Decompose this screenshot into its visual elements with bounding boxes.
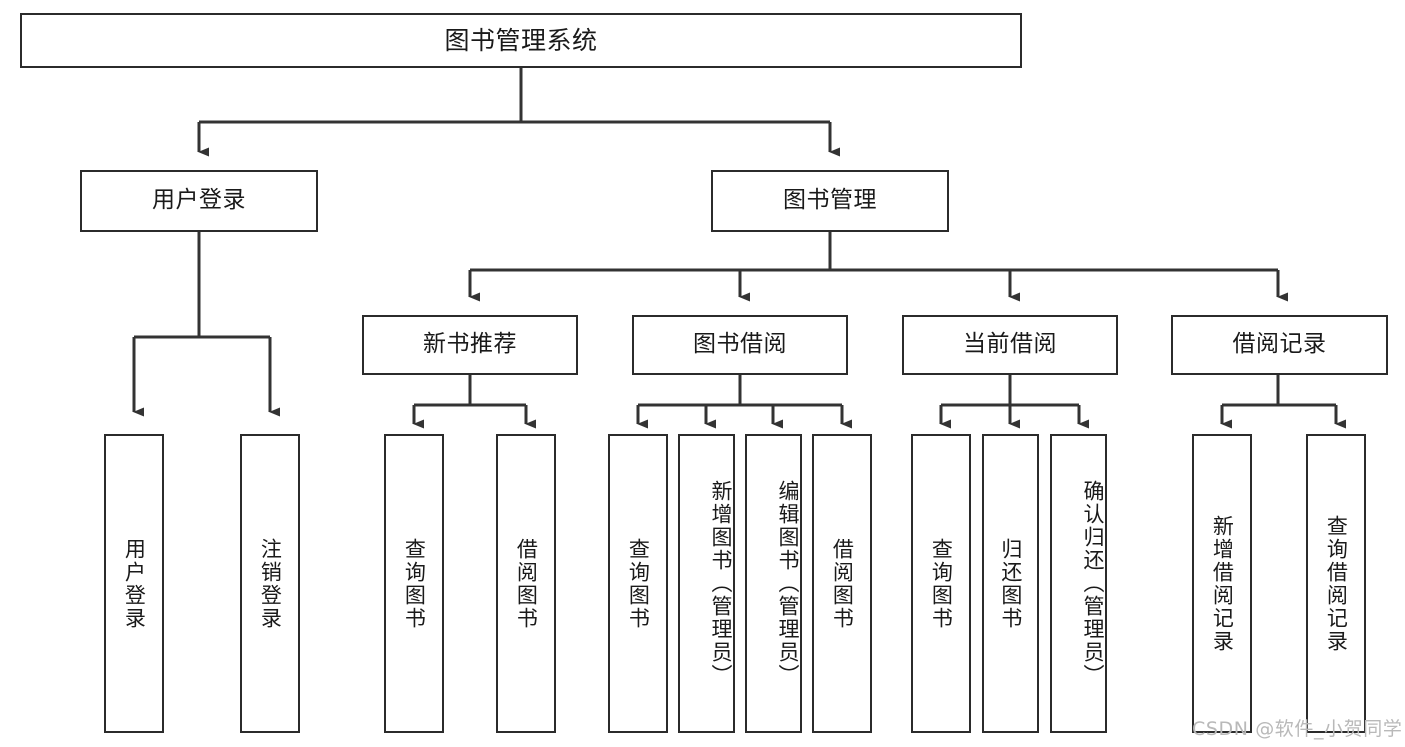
leaf-add-book-admin[interactable]: 新增图书（管理员） <box>678 434 735 733</box>
leaf-query-book-new-recommend[interactable]: 查询图书 <box>384 434 444 733</box>
leaf-return-book[interactable]: 归还图书 <box>982 434 1039 733</box>
node-label: 借阅图书 <box>830 537 855 630</box>
node-book-management[interactable]: 图书管理 <box>711 170 949 232</box>
node-borrow-record[interactable]: 借阅记录 <box>1171 315 1388 375</box>
node-label: 确认归还（管理员） <box>1081 480 1105 687</box>
leaf-query-borrow-record[interactable]: 查询借阅记录 <box>1306 434 1366 733</box>
leaf-edit-book-admin[interactable]: 编辑图书（管理员） <box>745 434 802 733</box>
csdn-watermark: CSDN @软件_小贺同学 <box>1192 718 1403 740</box>
node-label: 查询图书 <box>402 537 427 630</box>
leaf-query-book-current[interactable]: 查询图书 <box>911 434 971 733</box>
node-label: 图书管理 <box>783 187 877 214</box>
node-label: 用户登录 <box>152 187 246 214</box>
node-new-book-recommend[interactable]: 新书推荐 <box>362 315 578 375</box>
leaf-confirm-return-admin[interactable]: 确认归还（管理员） <box>1050 434 1107 733</box>
node-label: 图书借阅 <box>693 331 787 358</box>
node-label: 注销登录 <box>258 537 283 630</box>
node-current-borrow[interactable]: 当前借阅 <box>902 315 1118 375</box>
node-book-borrow[interactable]: 图书借阅 <box>632 315 848 375</box>
node-label: 查询图书 <box>929 537 954 630</box>
node-label: 借阅图书 <box>514 537 539 630</box>
node-user-login[interactable]: 用户登录 <box>80 170 318 232</box>
leaf-query-book-borrow[interactable]: 查询图书 <box>608 434 668 733</box>
leaf-user-login[interactable]: 用户登录 <box>104 434 164 733</box>
node-label: 查询图书 <box>626 537 651 630</box>
node-label: 编辑图书（管理员） <box>776 480 800 687</box>
node-label: 归还图书 <box>998 537 1023 630</box>
node-label: 新增借阅记录 <box>1210 514 1235 653</box>
leaf-logout-login[interactable]: 注销登录 <box>240 434 300 733</box>
node-label: 新书推荐 <box>423 331 517 358</box>
node-label: 新增图书（管理员） <box>709 480 733 687</box>
node-label: 查询借阅记录 <box>1324 514 1349 653</box>
leaf-borrow-book-new-recommend[interactable]: 借阅图书 <box>496 434 556 733</box>
node-label: 当前借阅 <box>963 331 1057 358</box>
node-root-book-management-system[interactable]: 图书管理系统 <box>20 13 1022 68</box>
node-label: 用户登录 <box>122 537 147 630</box>
leaf-add-borrow-record[interactable]: 新增借阅记录 <box>1192 434 1252 733</box>
leaf-borrow-book-borrow[interactable]: 借阅图书 <box>812 434 872 733</box>
node-label: 图书管理系统 <box>444 25 598 55</box>
node-label: 借阅记录 <box>1232 331 1327 358</box>
